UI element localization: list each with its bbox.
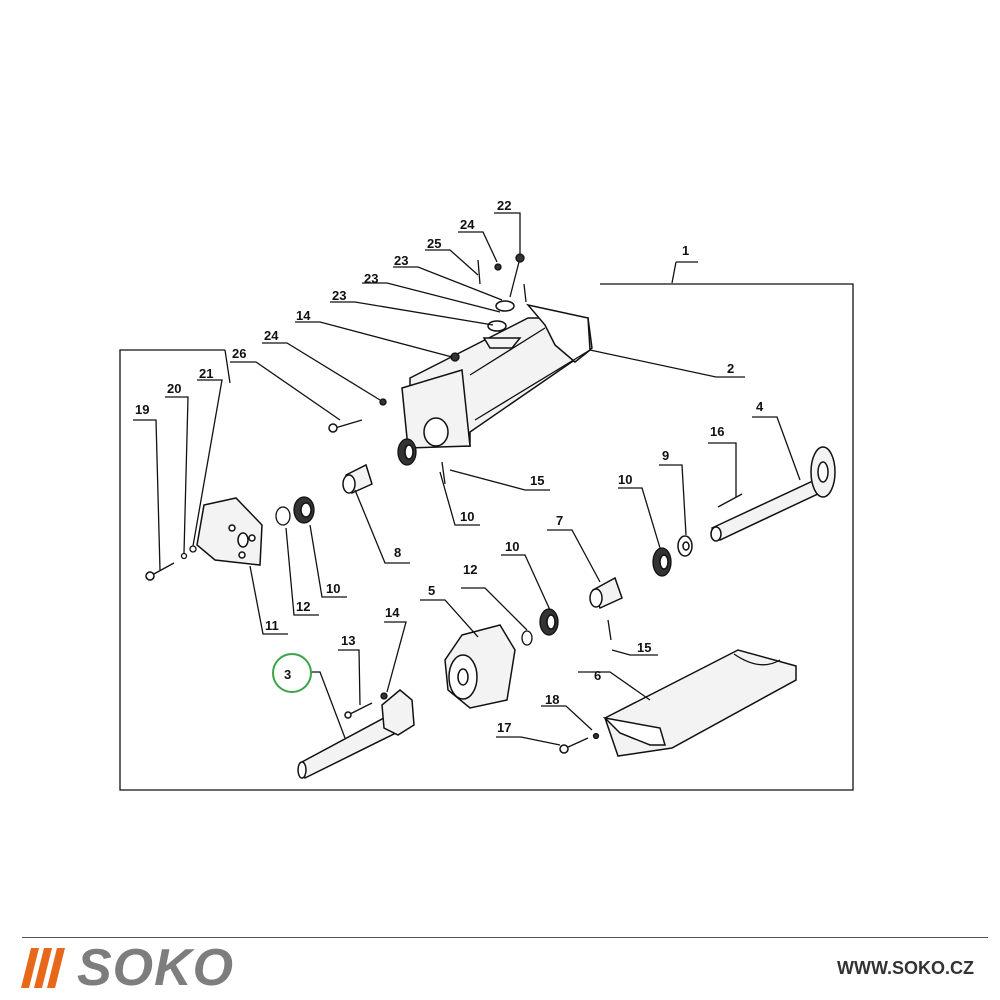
callout-label-19: 19 [135,402,149,417]
footer-divider [22,937,988,938]
website-link[interactable]: WWW.SOKO.CZ [837,958,974,978]
callout-label-11: 11 [265,618,279,633]
callout-label-17: 17 [497,720,511,735]
callout-label-2: 2 [727,361,734,376]
callout-label-26: 26 [232,346,246,361]
part-bolt-26 [328,419,363,433]
part-top-bolts [379,253,525,406]
part-housing [401,303,593,449]
part-circlips [275,506,533,646]
callout-label-6: 6 [594,668,601,683]
callout-label-15: 15 [637,640,651,655]
callout-label-12: 12 [463,562,477,577]
callout-label-23: 23 [332,288,346,303]
callout-label-14: 14 [385,605,400,620]
part-bearings [293,438,672,636]
callout-label-25: 25 [427,236,441,251]
part-driveshaft-3 [297,689,415,780]
logo-wordmark: SOKO [77,939,235,997]
callout-label-13: 13 [341,633,355,648]
callout-label-1: 1 [682,243,689,258]
part-fasteners-19-21 [145,545,197,581]
part-hub-5 [444,624,516,709]
callout-label-10: 10 [460,509,474,524]
callout-label-7: 7 [556,513,563,528]
exploded-parts-diagram: 1 2 3 4 5 6 7 8 9 10 10 10 10 11 12 12 1… [119,198,854,791]
part-washer-9 [677,535,693,557]
part-shaft-4 [710,446,836,542]
callout-label-10: 10 [326,581,340,596]
callout-label-9: 9 [662,448,669,463]
part-pins [441,461,612,641]
callout-label-3: 3 [284,667,291,682]
callout-label-10: 10 [618,472,632,487]
callout-label-8: 8 [394,545,401,560]
callout-highlight-ring [272,653,312,693]
callout-label-15: 15 [530,473,544,488]
callout-label-23: 23 [364,271,378,286]
callout-label-22: 22 [497,198,511,213]
callout-label-18: 18 [545,692,559,707]
part-cover-6 [602,649,797,757]
callout-label-24: 24 [264,328,279,343]
callout-label-10: 10 [505,539,519,554]
callout-label-4: 4 [756,399,764,414]
callout-label-20: 20 [167,381,181,396]
part-bolt-17-18 [559,732,600,754]
callout-label-21: 21 [199,366,213,381]
callout-label-16: 16 [710,424,724,439]
callout-label-12: 12 [296,599,310,614]
callout-label-23: 23 [394,253,408,268]
soko-logo: SOKO [21,939,235,997]
assembly-bracket-lines [119,283,854,791]
leader-lines [133,212,801,746]
callout-label-14: 14 [296,308,311,323]
part-side-plate-11 [196,497,263,566]
callout-label-24: 24 [460,217,475,232]
part-sleeves [342,463,623,610]
callout-label-5: 5 [428,583,435,598]
